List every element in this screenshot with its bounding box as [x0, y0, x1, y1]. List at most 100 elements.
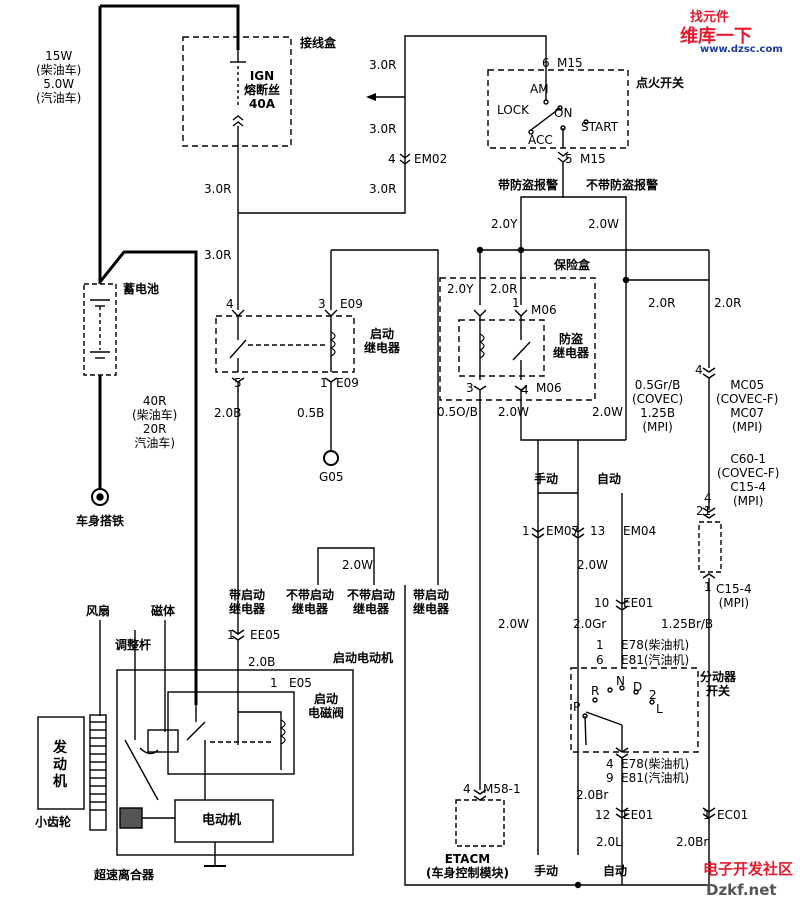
label-battery: 蓄电池 [123, 282, 160, 296]
label-wire-20r-c: 2.0R [648, 296, 676, 310]
label-ee01b-pin: 12 [595, 808, 611, 822]
label-motor: 电动机 [202, 813, 242, 828]
label-em02-pin: 4 [388, 152, 396, 166]
start-relay-outline [215, 315, 355, 373]
label-m06-bot: M06 [536, 381, 562, 395]
c60-connector [702, 507, 716, 519]
label-ec01: EC01 [717, 808, 749, 822]
lever-mechanism [119, 729, 179, 829]
label-wire-20w-d: 2.0W [577, 558, 608, 572]
label-etacm: ETACM (车身控制模块) [426, 852, 509, 880]
label-wire-20br-b: 2.0Br [676, 835, 709, 849]
label-g05: G05 [319, 470, 344, 484]
battery-icon [83, 283, 117, 376]
label-with-start-relay-b: 带启动 继电器 [413, 588, 450, 616]
label-m15-bot: M15 [580, 152, 606, 166]
label-inhibitor-switch: 分动器 开关 [700, 670, 737, 698]
label-m15-top-pin: 6 [542, 56, 550, 70]
label-wire-20l: 2.0L [596, 835, 622, 849]
label-e09-pin1: 1 [320, 376, 328, 390]
label-wire-20w-c: 2.0W [592, 405, 623, 419]
label-mc05-pin: 4 [695, 363, 703, 377]
label-ign-fuse: IGN 熔断丝 40A [244, 69, 281, 111]
label-mc05-note: 0.5Gr/B (COVEC) 1.25B (MPI) [632, 378, 684, 434]
label-m06-pin1: 1 [512, 296, 520, 310]
em02-connector [399, 153, 411, 165]
label-anti-theft-relay: 防盗 继电器 [553, 332, 590, 360]
label-e78-bot: E78(柴油机) [621, 757, 690, 771]
label-adjust-lever: 调整杆 [115, 638, 152, 652]
label-auto: 自动 [597, 472, 622, 486]
label-wire-20w-e: 2.0W [498, 617, 529, 631]
watermark-top-small: 找元件 [690, 10, 730, 25]
label-c60-pin21: 21 [696, 504, 712, 518]
flywheel [89, 714, 107, 831]
label-e09-pin3: 3 [318, 297, 326, 311]
label-wire-20r-d: 2.0R [714, 296, 742, 310]
ignition-switch-contacts [528, 70, 589, 148]
label-with-start-relay-a: 带启动 继电器 [229, 588, 266, 616]
anti-theft-relay-outline [458, 319, 545, 377]
battery-cable [98, 4, 240, 705]
label-em04-pin: 13 [590, 524, 606, 538]
starter-motor-outline [116, 669, 354, 856]
motor-box [174, 799, 274, 843]
ec01-connector [702, 807, 716, 819]
label-wire-20w: 2.0W [588, 217, 619, 231]
label-em07: EM07 [546, 524, 580, 538]
label-wire-a: 3.0R [369, 58, 397, 72]
ignition-switch-outline [487, 69, 629, 149]
label-em04: EM04 [623, 524, 657, 538]
inhibitor-switch-contacts [582, 685, 655, 752]
label-ec01-pin: 1 [703, 808, 711, 822]
mc05-connector [702, 367, 716, 379]
label-ee01: EE01 [623, 596, 654, 610]
label-wire-20gr: 2.0Gr [573, 617, 607, 631]
label-mc05-codes: MC05 (COVEC-F) MC07 (MPI) [716, 378, 779, 434]
label-start-relay: 启动 继电器 [364, 327, 401, 355]
label-c60: C60-1 (COVEC-F) C15-4 (MPI) [717, 452, 780, 508]
anti-theft-relay-internals [473, 309, 531, 391]
label-em07-pin: 1 [522, 524, 530, 538]
label-wire-15w: 15W (柴油车) 5.0W (汽油车) [36, 49, 82, 105]
inhibitor-switch-outline [570, 667, 699, 753]
label-wire-20r-b: 2.0R [490, 282, 518, 296]
label-m06-top: M06 [531, 303, 557, 317]
label-em02: EM02 [414, 152, 448, 166]
label-e78-pin4: 4 [606, 757, 614, 771]
label-pos-p: P [573, 700, 581, 714]
label-c60-pin4: 4 [704, 491, 712, 505]
label-auto-bottom: 自动 [603, 864, 628, 878]
g05-ground [323, 450, 339, 466]
label-magnet: 磁体 [151, 604, 176, 618]
label-fuse-box: 保险盒 [554, 258, 591, 272]
label-pos-r: R [591, 684, 600, 698]
watermark-top-url: www.dzsc.com [700, 44, 783, 55]
label-wire-20w-b: 2.0W [498, 405, 529, 419]
label-wire-20b: 2.0B [214, 406, 242, 420]
label-pos-lock: LOCK [497, 103, 529, 117]
label-m581: M58-1 [483, 782, 521, 796]
label-wire-20y: 2.0Y [491, 217, 518, 231]
label-m581-pin: 4 [463, 782, 471, 796]
label-junction-box: 接线盒 [300, 36, 337, 50]
label-fan: 风扇 [86, 604, 111, 618]
label-m15-bot-pin: 5 [565, 152, 573, 166]
label-e78-pin1: 1 [596, 638, 604, 652]
label-without-start-relay-b: 不带启动 继电器 [347, 588, 396, 616]
label-e09-top: E09 [340, 297, 363, 311]
label-ee01b: EE01 [623, 808, 654, 822]
label-pos-2: 2 [649, 688, 657, 702]
label-e81-pin9: 9 [606, 771, 614, 785]
label-ee05: EE05 [250, 628, 281, 642]
label-e78-top: E78(柴油机) [621, 638, 690, 652]
ign-fuse-symbol [230, 50, 246, 310]
label-ee01-pin: 10 [594, 596, 610, 610]
label-e81-pin6: 6 [596, 653, 604, 667]
label-ground-body: 车身搭铁 [76, 514, 125, 528]
label-pos-n: N [616, 674, 625, 688]
label-wire-20br: 2.0Br [576, 788, 609, 802]
label-wire-05b: 0.5B [297, 406, 325, 420]
label-starter-solenoid: 启动 电磁阀 [308, 692, 345, 720]
